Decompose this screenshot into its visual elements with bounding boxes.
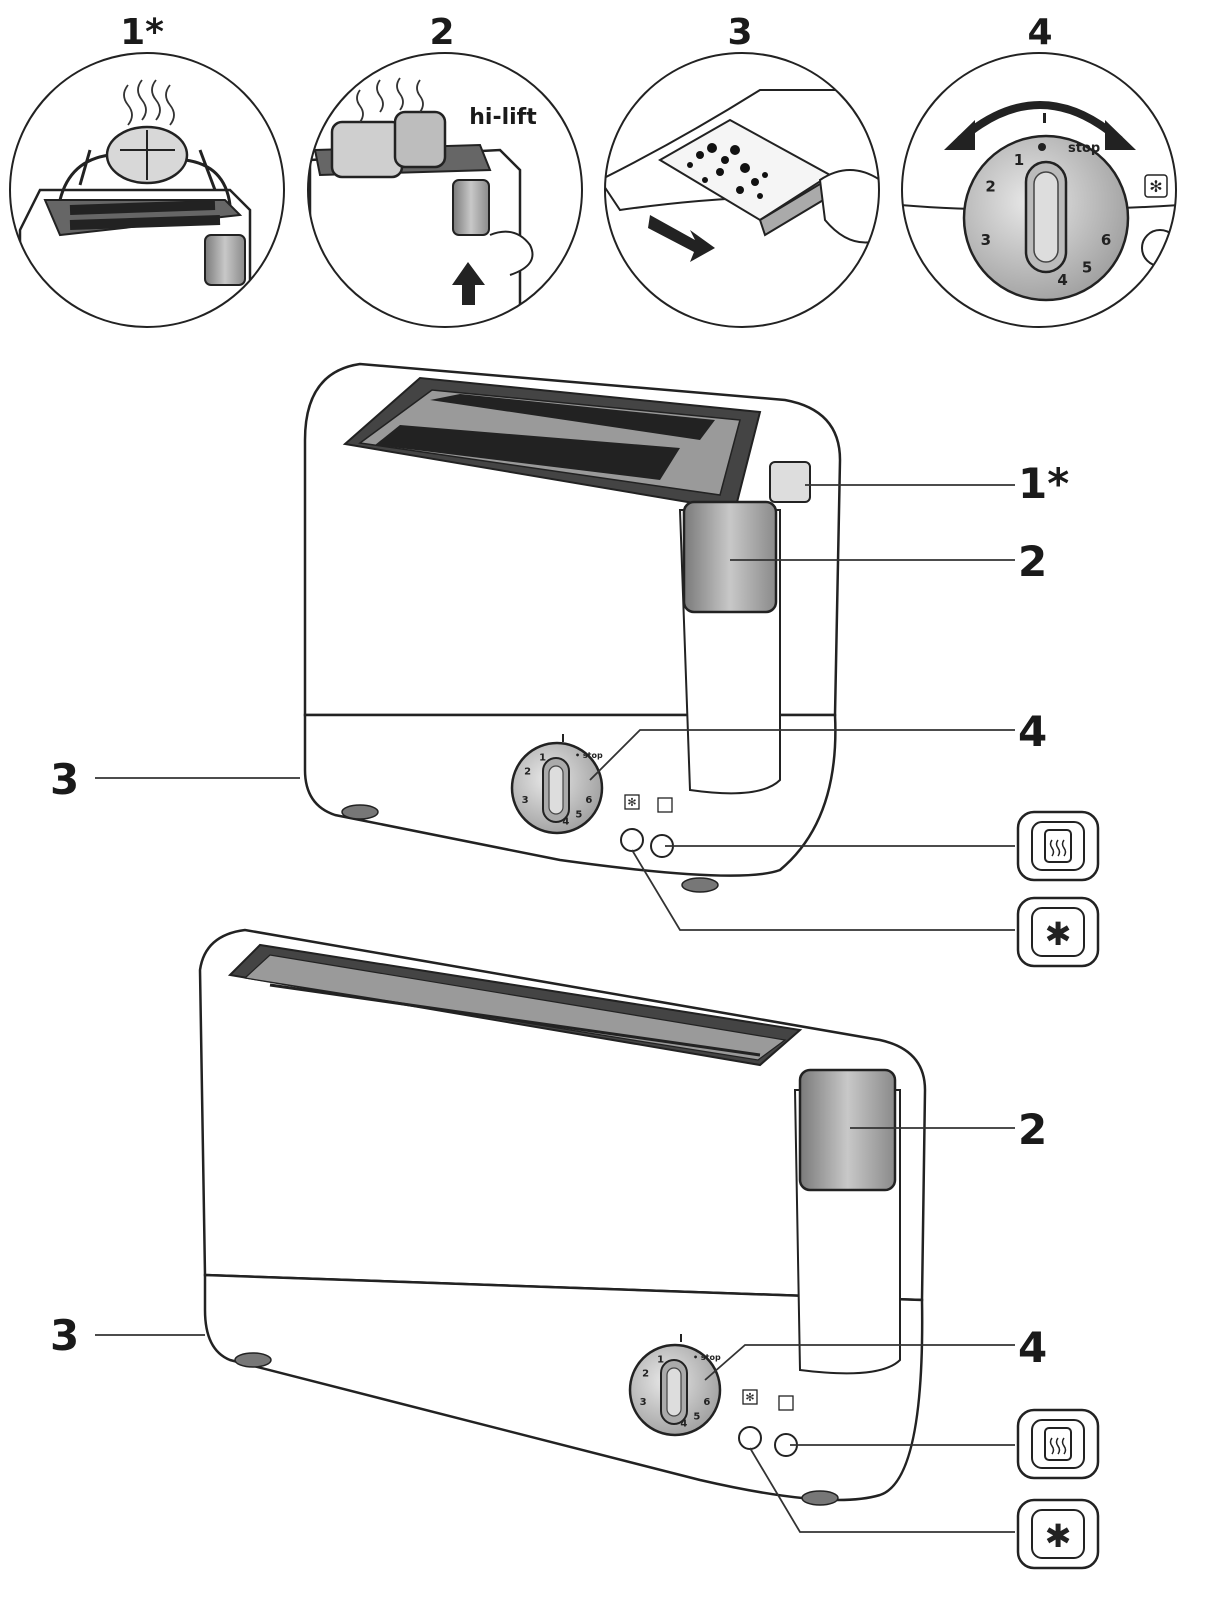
- step4-dial-number: 4: [1057, 271, 1067, 289]
- toaster1-defrost-icon: [624, 794, 640, 810]
- step4-dial-number: 5: [1082, 258, 1092, 276]
- svg-text:✻: ✻: [1149, 179, 1162, 196]
- toaster2-defrost-button: [738, 1426, 762, 1450]
- toaster1-dial-number: 3: [522, 795, 529, 806]
- svg-text:✻: ✻: [627, 797, 636, 809]
- toaster1-dial-stop-label: • stop: [575, 751, 603, 760]
- step-2-illustration: hi-lift: [307, 52, 583, 328]
- toaster2-dial-number: 6: [703, 1397, 710, 1408]
- svg-text:✱: ✱: [1045, 1518, 1072, 1554]
- toaster2-dial-number: 3: [640, 1397, 647, 1408]
- toaster1-reheat-icon: [657, 797, 673, 813]
- step4-dial-number: 3: [981, 231, 991, 249]
- toaster2-callout-3: 3: [50, 1311, 79, 1360]
- step4-dial-number: 2: [985, 177, 995, 195]
- toaster2-reheat-legend-icon: [1016, 1408, 1100, 1480]
- toaster1-callout-2: 2: [1018, 537, 1047, 586]
- dial-stop-label: stop: [1068, 141, 1100, 156]
- toaster1-dial-number: 5: [575, 810, 582, 821]
- toaster1-dial-number: 1: [539, 753, 546, 764]
- step-label-4: 4: [1027, 12, 1052, 53]
- toaster2-browning-dial: [628, 1334, 722, 1437]
- step4-dial-number: 1: [1014, 151, 1024, 169]
- step-label-1: 1*: [120, 12, 164, 53]
- hi-lift-caption: hi-lift: [469, 105, 537, 130]
- step-1-illustration: [9, 52, 285, 328]
- toaster1-defrost-button: [620, 828, 644, 852]
- toaster2-callout-lines: [95, 1127, 1015, 1533]
- toaster2-defrost-icon: [742, 1389, 758, 1405]
- toaster2-dial-number: 5: [693, 1412, 700, 1423]
- toaster1-callout-lines: [95, 484, 1015, 931]
- toaster2-lever: [798, 1068, 897, 1192]
- toaster1-callout-4: 4: [1018, 707, 1047, 756]
- toaster2-reheat-icon: [778, 1395, 794, 1411]
- toaster1-dial-number: 2: [524, 767, 531, 778]
- toaster2-defrost-legend-icon: ✱: [1016, 1498, 1100, 1570]
- toaster1-browning-dial: [510, 734, 604, 835]
- toaster1-bun-rack-tab: [769, 461, 811, 503]
- defrost-icon: [1144, 174, 1168, 198]
- toaster2-dial-number: 1: [657, 1355, 664, 1366]
- toaster2-dial-number: 4: [680, 1418, 687, 1429]
- toaster1-callout-1: 1*: [1018, 459, 1069, 508]
- toaster1-defrost-legend-icon: ✱: [1016, 896, 1100, 968]
- toaster2-dial-stop-label: • stop: [693, 1353, 721, 1362]
- toaster-long-slot: ✻: [198, 928, 927, 1506]
- toaster2-callout-2: 2: [1018, 1105, 1047, 1154]
- step-3-illustration: [604, 52, 880, 328]
- toaster1-lever: [682, 500, 778, 614]
- step-label-3: 3: [727, 12, 752, 53]
- toaster2-dial-number: 2: [642, 1369, 649, 1380]
- svg-text:✱: ✱: [1045, 916, 1072, 952]
- svg-text:✻: ✻: [745, 1392, 754, 1404]
- toaster-2-slot: ✻: [303, 362, 842, 893]
- toaster1-callout-3: 3: [50, 755, 79, 804]
- step-label-2: 2: [429, 12, 454, 53]
- toaster2-callout-4: 4: [1018, 1323, 1047, 1372]
- toaster1-dial-number: 4: [562, 816, 569, 827]
- toaster1-dial-number: 6: [585, 795, 592, 806]
- toaster1-reheat-legend-icon: [1016, 810, 1100, 882]
- step4-dial-number: 6: [1101, 231, 1111, 249]
- step-4-illustration: ✻ stop: [901, 52, 1177, 328]
